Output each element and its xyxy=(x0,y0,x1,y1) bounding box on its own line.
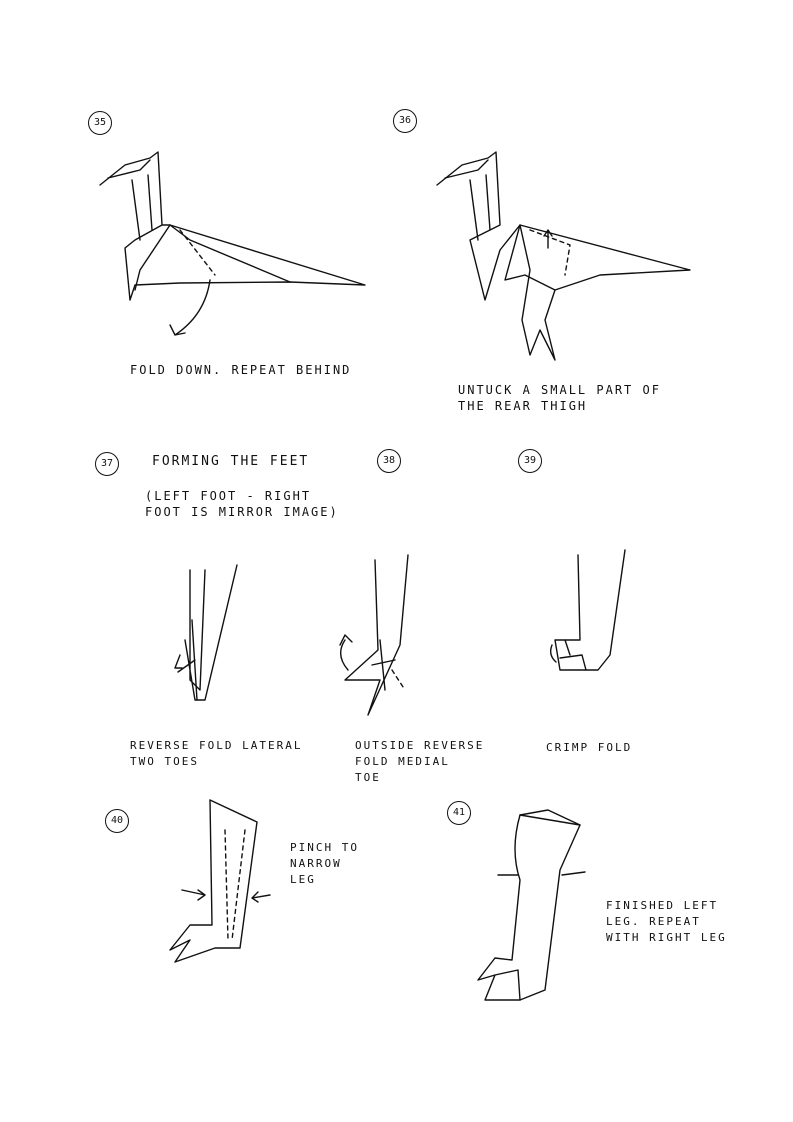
step-number: 35 xyxy=(88,111,112,135)
step-35-drawing xyxy=(99,151,366,336)
step-39-drawing xyxy=(549,549,626,671)
step-38-drawing xyxy=(339,554,409,716)
step-number: 38 xyxy=(377,449,401,473)
step-number: 39 xyxy=(518,449,542,473)
step-40-drawing xyxy=(169,799,271,963)
step-caption: Outside reverse fold medial toe xyxy=(355,739,485,784)
step-caption: Fold down. Repeat behind xyxy=(130,363,352,377)
step-number: 40 xyxy=(105,809,129,833)
step-number: 36 xyxy=(393,109,417,133)
step-37-drawing xyxy=(174,564,238,701)
step-36-drawing xyxy=(436,151,691,361)
step-title: Forming the feet xyxy=(152,454,310,469)
step-caption: Pinch to narrow leg xyxy=(290,841,359,886)
step-number: 41 xyxy=(447,801,471,825)
step-caption: Finished left leg. Repeat with right leg xyxy=(606,899,727,944)
step-caption: Untuck a small part of the rear thigh xyxy=(458,383,661,413)
step-41-drawing xyxy=(477,809,586,1001)
step-note: (Left foot - right foot is mirror image) xyxy=(145,489,339,519)
step-caption: Crimp fold xyxy=(546,741,633,754)
step-number: 37 xyxy=(95,452,119,476)
step-caption: Reverse fold lateral two toes xyxy=(130,739,303,768)
